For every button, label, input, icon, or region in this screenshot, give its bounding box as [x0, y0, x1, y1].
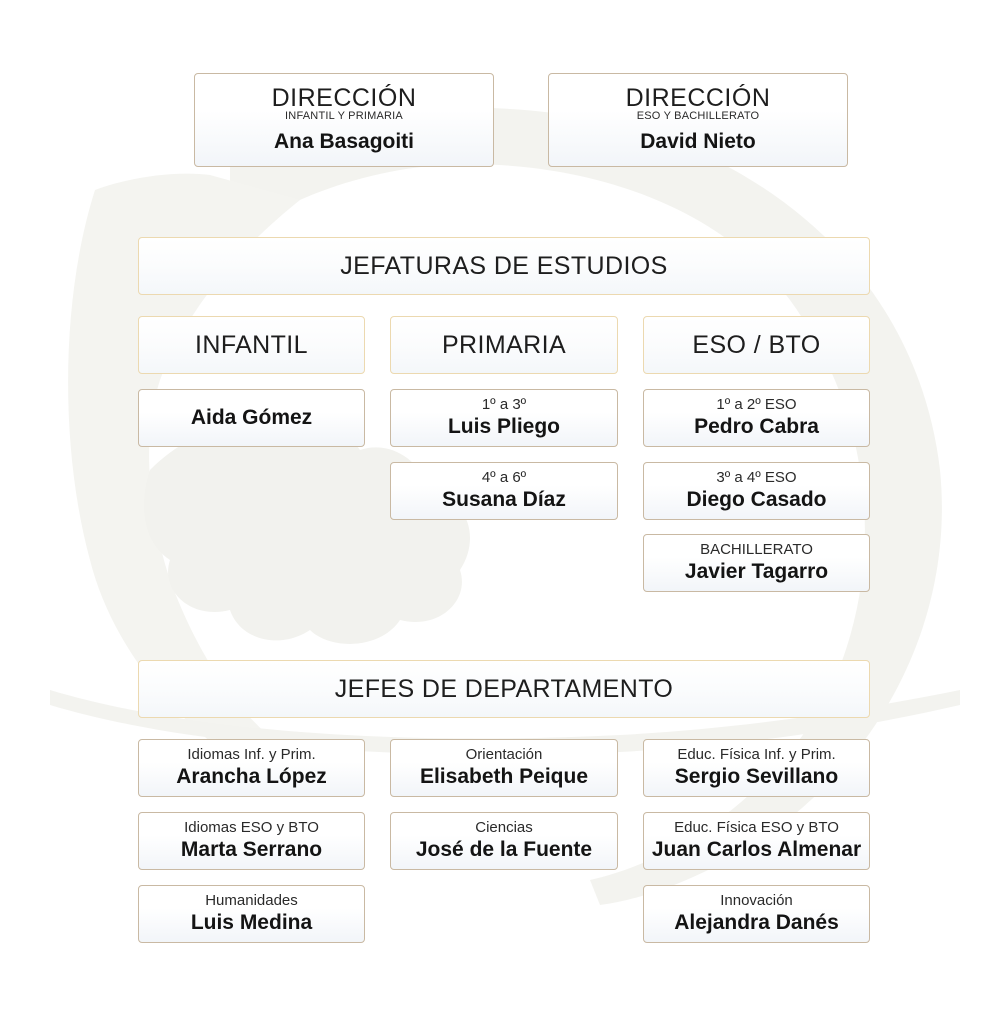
person-role: 4º a 6º [481, 469, 527, 486]
person-name: Arancha López [176, 765, 327, 788]
person-name: Luis Pliego [447, 415, 560, 438]
person-name: Diego Casado [686, 488, 827, 511]
person-name: Alejandra Danés [674, 911, 839, 934]
direccion-name: Ana Basagoiti [273, 129, 415, 153]
direccion-name: David Nieto [640, 129, 756, 153]
jefatura-bachillerato-box: BACHILLERATO Javier Tagarro [643, 534, 870, 592]
department-label: Innovación [720, 892, 793, 909]
departamento-box: Idiomas ESO y BTO Marta Serrano [138, 812, 365, 870]
department-label: Idiomas ESO y BTO [184, 819, 319, 836]
departamento-box: Educ. Física ESO y BTO Juan Carlos Almen… [643, 812, 870, 870]
jefatura-eso-box: 3º a 4º ESO Diego Casado [643, 462, 870, 520]
direccion-eso-bachillerato-box: DIRECCIÓN ESO Y BACHILLERATO David Nieto [548, 73, 848, 167]
person-name: Luis Medina [190, 911, 313, 934]
direccion-title: DIRECCIÓN [271, 83, 417, 112]
departamento-box: Idiomas Inf. y Prim. Arancha López [138, 739, 365, 797]
direccion-infantil-primaria-box: DIRECCIÓN INFANTIL Y PRIMARIA Ana Basago… [194, 73, 494, 167]
person-role: BACHILLERATO [700, 541, 813, 558]
person-name: Aida Gómez [190, 406, 313, 429]
jefatura-infantil-box: Aida Gómez [138, 389, 365, 447]
person-name: José de la Fuente [415, 838, 593, 861]
department-label: Idiomas Inf. y Prim. [187, 746, 316, 763]
person-name: Javier Tagarro [684, 560, 829, 583]
direccion-subtitle: ESO Y BACHILLERATO [636, 109, 760, 122]
person-role: 3º a 4º ESO [716, 469, 797, 486]
person-role: 1º a 3º [481, 396, 527, 413]
jefaturas-header: JEFATURAS DE ESTUDIOS [138, 237, 870, 295]
person-role: 1º a 2º ESO [716, 396, 797, 413]
jefatura-primaria-box: 4º a 6º Susana Díaz [390, 462, 618, 520]
direccion-subtitle: INFANTIL Y PRIMARIA [285, 109, 403, 122]
direccion-title: DIRECCIÓN [625, 83, 771, 112]
level-title: INFANTIL [195, 330, 308, 359]
person-name: Juan Carlos Almenar [651, 838, 862, 861]
departamentos-title: JEFES DE DEPARTAMENTO [334, 674, 674, 703]
departamento-box: Educ. Física Inf. y Prim. Sergio Sevilla… [643, 739, 870, 797]
department-label: Educ. Física Inf. y Prim. [677, 746, 836, 763]
departamento-box: Orientación Elisabeth Peique [390, 739, 618, 797]
person-name: Sergio Sevillano [674, 765, 839, 788]
jefatura-primaria-box: 1º a 3º Luis Pliego [390, 389, 618, 447]
department-label: Humanidades [205, 892, 298, 909]
level-title: ESO / BTO [692, 330, 821, 359]
departamentos-header: JEFES DE DEPARTAMENTO [138, 660, 870, 718]
department-label: Orientación [465, 746, 543, 763]
level-infantil-header: INFANTIL [138, 316, 365, 374]
person-name: Pedro Cabra [694, 415, 819, 438]
department-label: Ciencias [475, 819, 533, 836]
level-primaria-header: PRIMARIA [390, 316, 618, 374]
departamento-box: Humanidades Luis Medina [138, 885, 365, 943]
departamento-box: Ciencias José de la Fuente [390, 812, 618, 870]
level-title: PRIMARIA [441, 330, 567, 359]
level-eso-bto-header: ESO / BTO [643, 316, 870, 374]
departamento-box: Innovación Alejandra Danés [643, 885, 870, 943]
person-name: Elisabeth Peique [419, 765, 589, 788]
department-label: Educ. Física ESO y BTO [674, 819, 839, 836]
person-name: Susana Díaz [442, 488, 566, 511]
jefaturas-title: JEFATURAS DE ESTUDIOS [340, 251, 668, 280]
jefatura-eso-box: 1º a 2º ESO Pedro Cabra [643, 389, 870, 447]
person-name: Marta Serrano [180, 838, 323, 861]
